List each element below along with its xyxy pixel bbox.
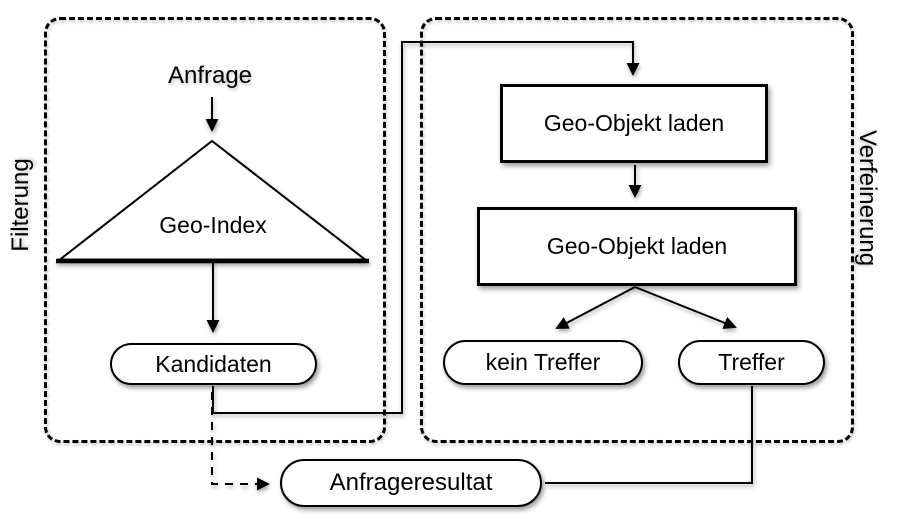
treffer-node: Treffer	[678, 340, 825, 385]
kein-treffer-node: kein Treffer	[443, 340, 643, 385]
geo-objekt-laden-1-label: Geo-Objekt laden	[543, 110, 725, 136]
anfrageresultat-node: Anfrageresultat	[280, 459, 542, 507]
verfeinerung-section-label: Verfeinerung	[854, 129, 881, 267]
kandidaten-node: Kandidaten	[110, 343, 317, 385]
edge-kandidaten-to-anfrageresultat-dashed	[211, 392, 270, 491]
filterung-section-label: Filterung	[7, 158, 34, 252]
edge-treffer-to-anfrageresultat	[545, 386, 753, 484]
geo-objekt-laden-1-node: Geo-Objekt laden	[500, 84, 768, 163]
kein-treffer-node-label: kein Treffer	[485, 349, 601, 375]
geo-objekt-laden-2-node: Geo-Objekt laden	[477, 207, 797, 286]
filterung-section-frame	[44, 17, 386, 443]
anfrageresultat-node-label: Anfrageresultat	[329, 469, 493, 496]
verfeinerung-section-frame	[420, 17, 854, 443]
anfrage-label: Anfrage	[167, 62, 253, 89]
edge-laden2-to-treffer	[634, 286, 737, 329]
edge-laden2-to-keintreffer	[555, 286, 636, 329]
treffer-node-label: Treffer	[718, 349, 785, 375]
geo-index-label: Geo-Index	[159, 212, 267, 238]
geo-objekt-laden-2-label: Geo-Objekt laden	[546, 233, 728, 259]
kandidaten-node-label: Kandidaten	[155, 350, 272, 377]
